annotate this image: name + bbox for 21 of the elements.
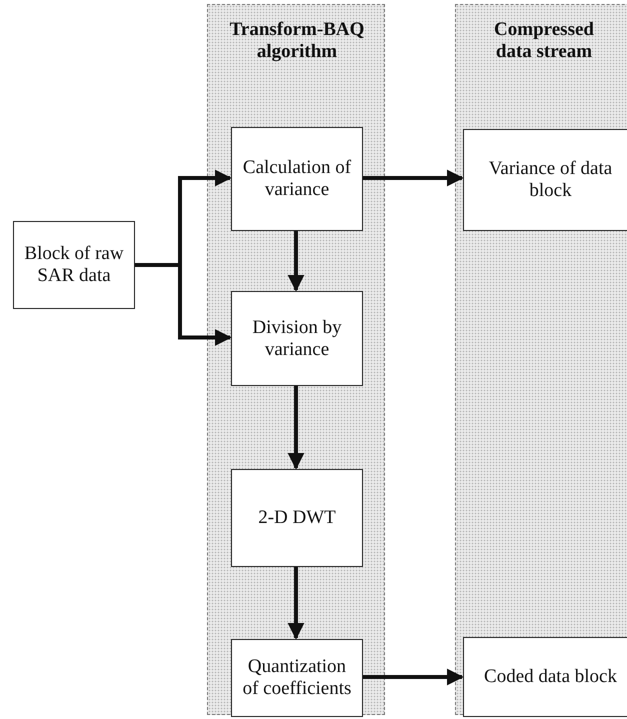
box-label: Coded data block — [483, 666, 618, 688]
box-label: Division by variance — [251, 316, 343, 360]
process-box — [231, 639, 363, 717]
group-panel — [455, 4, 627, 715]
group-panel — [207, 4, 385, 715]
process-box — [231, 291, 363, 386]
box-label: 2-D DWT — [257, 507, 337, 529]
process-box — [231, 469, 363, 567]
arrow — [288, 230, 304, 292]
box-label: Variance of data block — [488, 158, 614, 202]
process-box — [231, 127, 363, 231]
panel-title: Compressed data stream — [493, 19, 595, 63]
panel-title: Transform-BAQ algorithm — [228, 19, 366, 63]
arrow — [288, 385, 304, 470]
process-box — [463, 637, 627, 717]
box-label: Quantization of coefficients — [242, 656, 352, 700]
process-box — [13, 221, 135, 309]
arrow — [288, 566, 304, 640]
box-label: Block of raw SAR data — [23, 243, 125, 287]
process-box — [463, 129, 627, 231]
box-label: Calculation of variance — [242, 157, 352, 201]
